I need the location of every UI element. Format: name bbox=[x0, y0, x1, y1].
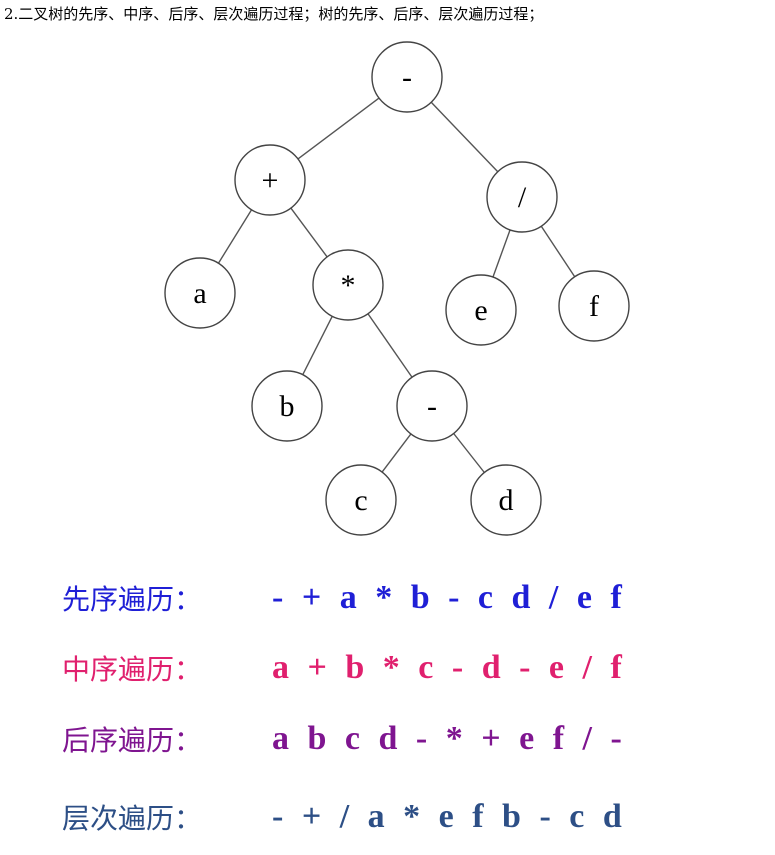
tree-node-circle bbox=[558, 270, 630, 342]
tree-edge-root-minus-plus bbox=[297, 97, 380, 160]
tree-node-label: - bbox=[427, 390, 437, 423]
tree-node-e: e bbox=[445, 274, 517, 346]
tree-node-a: a bbox=[164, 257, 236, 329]
tree-node-label: b bbox=[280, 390, 295, 423]
traversal-label: 后序遍历： bbox=[62, 724, 203, 757]
tree-node-circle bbox=[371, 41, 443, 113]
tree-edges bbox=[217, 97, 576, 473]
tree-node-c: c bbox=[325, 464, 397, 536]
traversal-sequence: a + b * c - d - e / f bbox=[272, 649, 624, 686]
tree-node-label: e bbox=[474, 294, 487, 327]
tree-node-b: b bbox=[251, 370, 323, 442]
tree-node-label: d bbox=[499, 484, 514, 517]
tree-node-circle bbox=[251, 370, 323, 442]
tree-nodes: - + / a * e f b - c d bbox=[164, 41, 630, 536]
tree-node-divide: / bbox=[486, 161, 558, 233]
traversal-label: 中序遍历： bbox=[62, 653, 203, 686]
traversal-label: 先序遍历： bbox=[62, 583, 203, 616]
traversal-row-preorder: 先序遍历： - + a * b - c d / e f bbox=[62, 573, 624, 623]
tree-edge-inner-minus-d bbox=[453, 433, 485, 473]
tree-node-circle bbox=[325, 464, 397, 536]
tree-node-label: * bbox=[341, 269, 356, 302]
tree-node-circle bbox=[396, 370, 468, 442]
tree-node-circle bbox=[234, 144, 306, 216]
tree-edge-inner-minus-c bbox=[381, 433, 412, 473]
tree-node-label: c bbox=[354, 484, 367, 517]
tree-edge-times-b bbox=[302, 315, 333, 376]
binary-tree-diagram: - + / a * e f b - c d bbox=[164, 41, 630, 536]
tree-node-root-minus: - bbox=[371, 41, 443, 113]
tree-node-f: f bbox=[558, 270, 630, 342]
tree-edge-divide-f bbox=[540, 225, 576, 278]
tree-edge-root-minus-divide bbox=[430, 101, 499, 173]
traversal-row-inorder: 中序遍历： a + b * c - d - e / f bbox=[62, 643, 624, 693]
tree-node-circle bbox=[445, 274, 517, 346]
tree-node-label: / bbox=[518, 181, 527, 214]
page-heading: 2.二叉树的先序、中序、后序、层次遍历过程；树的先序、后序、层次遍历过程； bbox=[4, 5, 544, 23]
tree-node-times: * bbox=[312, 249, 384, 321]
tree-edge-divide-e bbox=[492, 229, 511, 278]
tree-edge-plus-times bbox=[290, 207, 328, 258]
tree-node-plus: + bbox=[234, 144, 306, 216]
tree-node-label: f bbox=[589, 290, 599, 323]
tree-edge-times-inner-minus bbox=[367, 313, 413, 378]
tree-node-label: - bbox=[402, 61, 412, 94]
traversal-row-levelorder: 层次遍历： - + / a * e f b - c d bbox=[62, 792, 624, 842]
tree-node-circle bbox=[312, 249, 384, 321]
tree-node-circle bbox=[470, 464, 542, 536]
traversal-sequence: a b c d - * + e f / - bbox=[272, 720, 624, 757]
tree-node-label: a bbox=[193, 277, 206, 310]
tree-node-label: + bbox=[262, 164, 279, 197]
tree-node-d: d bbox=[470, 464, 542, 536]
traversal-label: 层次遍历： bbox=[62, 802, 203, 835]
tree-node-inner-minus: - bbox=[396, 370, 468, 442]
traversal-row-postorder: 后序遍历： a b c d - * + e f / - bbox=[62, 714, 624, 764]
traversal-sequence: - + a * b - c d / e f bbox=[272, 579, 624, 616]
traversal-sequence: - + / a * e f b - c d bbox=[272, 798, 624, 835]
tree-node-circle bbox=[164, 257, 236, 329]
tree-edge-plus-a bbox=[217, 209, 253, 264]
tree-node-circle bbox=[486, 161, 558, 233]
